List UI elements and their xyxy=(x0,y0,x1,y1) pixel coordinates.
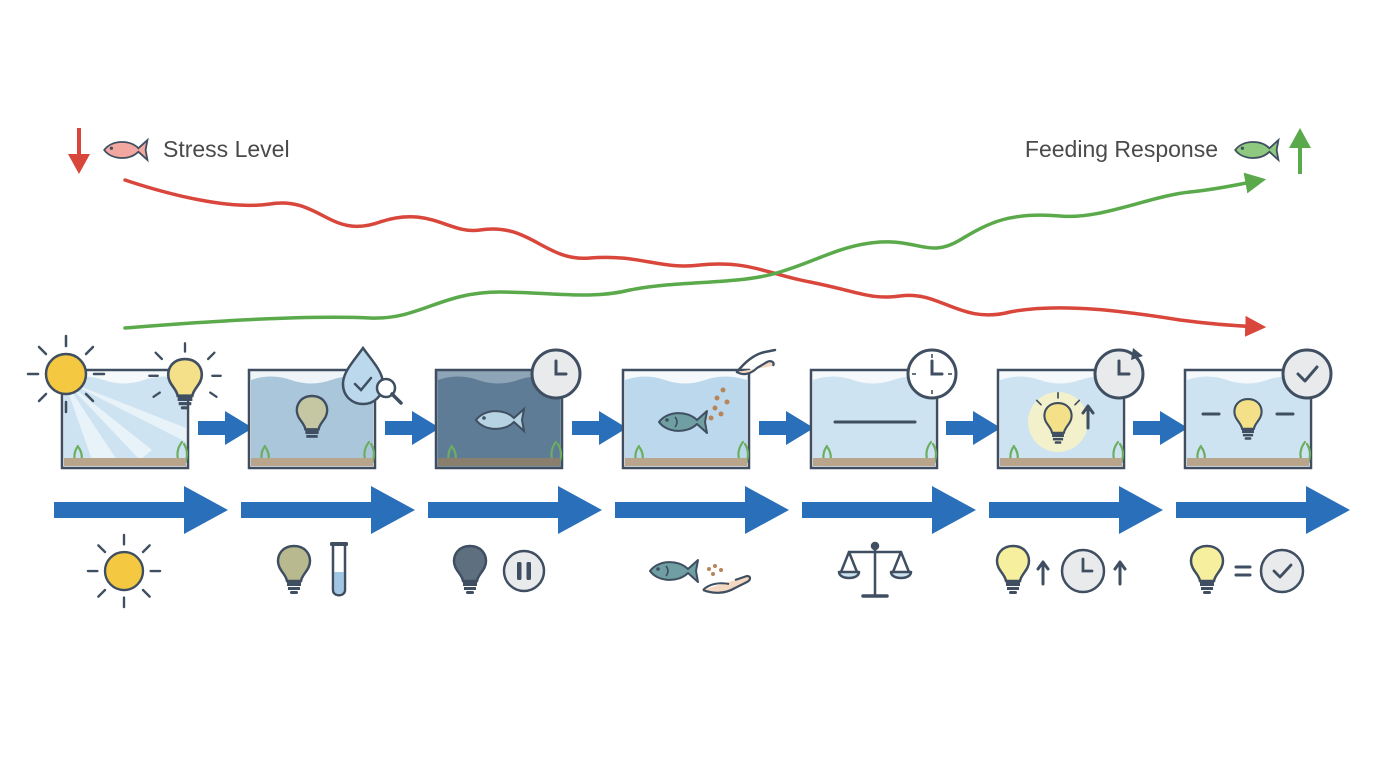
process-arrow-1 xyxy=(54,486,228,534)
feeding-fish-icon xyxy=(1234,137,1280,163)
tank-step-6 xyxy=(996,368,1126,470)
light-bulb-icon xyxy=(1189,544,1225,594)
process-arrow-6 xyxy=(989,486,1163,534)
stress-level-label: Stress Level xyxy=(163,136,290,162)
feeding-response-legend: Feeding Response xyxy=(1025,128,1311,174)
light-bulb-icon xyxy=(276,544,312,594)
magnifier-icon xyxy=(375,377,403,405)
equals-icon xyxy=(1234,565,1252,577)
connector-arrow-1 xyxy=(198,411,253,445)
tank-step-5 xyxy=(809,368,939,470)
stress-level-curve xyxy=(123,178,1267,337)
feeding-hand-icon xyxy=(735,348,777,376)
connector-arrow-4 xyxy=(759,411,814,445)
process-arrow-4 xyxy=(615,486,789,534)
connector-arrow-6 xyxy=(1133,411,1188,445)
connector-arrow-5 xyxy=(946,411,1001,445)
clock-icon xyxy=(1060,548,1106,594)
clock-icon xyxy=(906,348,958,400)
stress-down-arrowhead-icon xyxy=(68,154,90,174)
process-arrow-3 xyxy=(428,486,602,534)
clock-icon xyxy=(1093,348,1145,400)
process-arrow-7 xyxy=(1176,486,1350,534)
feeding-hand-icon xyxy=(702,564,752,594)
feeding-response-curve xyxy=(123,172,1267,330)
connector-arrow-3 xyxy=(572,411,627,445)
light-bulb-icon xyxy=(148,342,222,411)
feeding-up-arrowhead-icon xyxy=(1289,128,1311,148)
tank-step-7 xyxy=(1183,368,1313,470)
fish-icon xyxy=(649,559,699,583)
stress-level-legend: Stress Level xyxy=(68,128,290,174)
sun-icon xyxy=(86,533,162,609)
light-bulb-icon xyxy=(452,544,488,594)
check-icon xyxy=(1281,348,1333,400)
light-bulb-icon xyxy=(995,544,1031,594)
clock-icon xyxy=(530,348,582,400)
feeding-response-label: Feeding Response xyxy=(1025,136,1218,162)
balance-scale-icon xyxy=(837,541,913,598)
test-tube-icon xyxy=(330,542,348,597)
connector-arrow-2 xyxy=(385,411,440,445)
stress-fish-icon xyxy=(103,137,149,163)
pause-icon xyxy=(502,549,546,593)
check-icon xyxy=(1259,548,1305,594)
up-arrow-icon xyxy=(1113,560,1127,586)
sun-icon xyxy=(26,334,106,414)
up-arrow-icon xyxy=(1036,560,1050,586)
water-drop-check-icon xyxy=(341,345,385,406)
process-arrow-5 xyxy=(802,486,976,534)
process-arrow-2 xyxy=(241,486,415,534)
tank-step-3 xyxy=(434,368,564,470)
tank-step-4 xyxy=(621,368,751,470)
